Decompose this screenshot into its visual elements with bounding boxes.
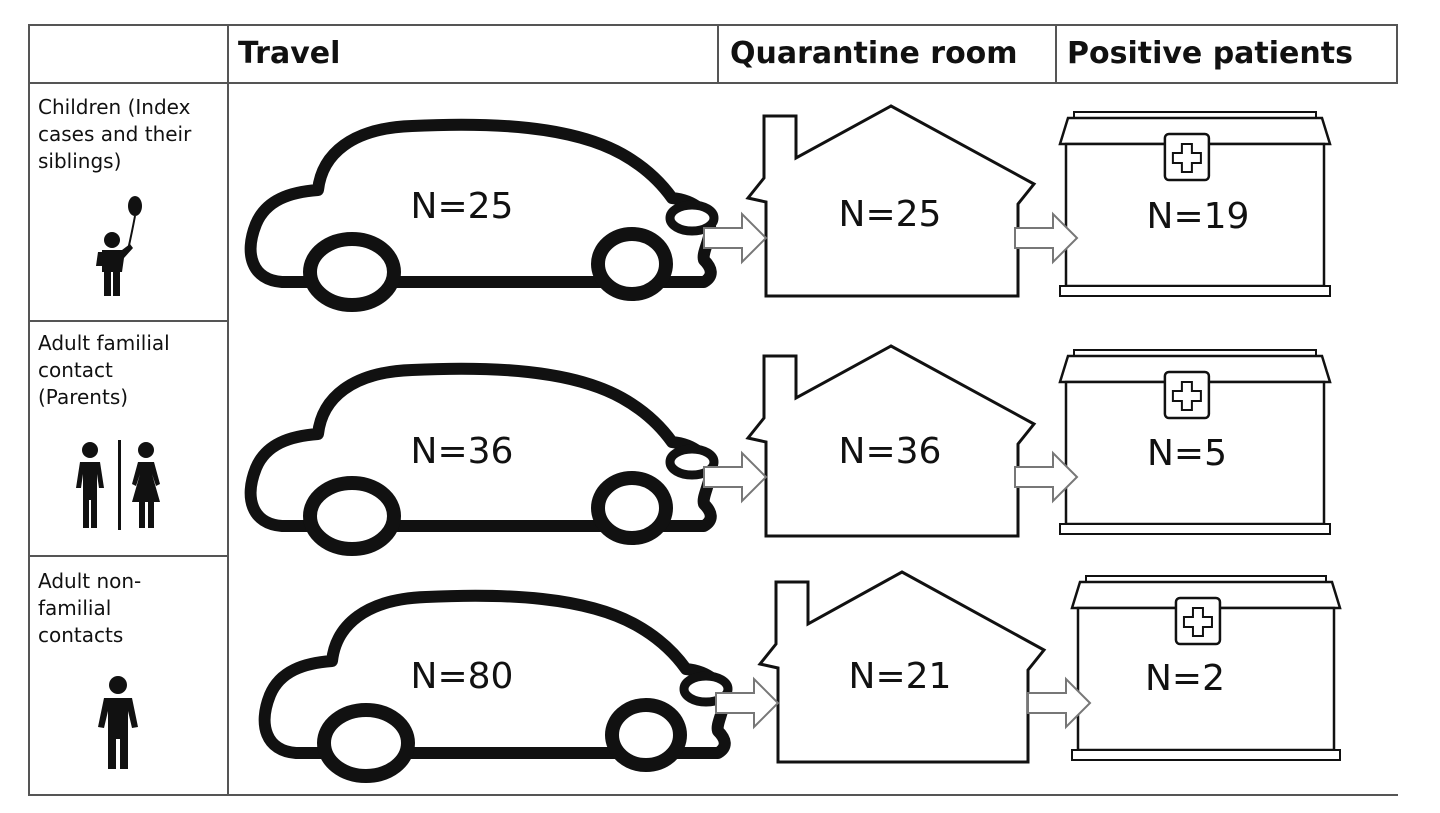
header-travel: Travel	[238, 36, 341, 71]
travel-count-adult-non-familial: N=80	[410, 656, 514, 697]
header-bottom-border	[28, 82, 1398, 84]
label-column-border	[227, 24, 229, 796]
medical-kit-icon-adult-familial	[1058, 349, 1332, 535]
arrow-travel-to-quarantine-adult-familial	[703, 450, 768, 504]
child-with-balloon-icon	[96, 196, 142, 296]
travel-column-border	[717, 24, 719, 84]
header-positive-patients: Positive patients	[1067, 36, 1353, 71]
header-quarantine-room: Quarantine room	[730, 36, 1018, 71]
quarantine-column-border	[1055, 24, 1057, 84]
row-label-adult-non-familial: Adult non- familial contacts	[38, 569, 142, 647]
man-woman-icon	[76, 440, 160, 530]
arrow-quarantine-to-positive-adult-familial	[1014, 450, 1079, 504]
table-bottom-border	[28, 794, 1398, 796]
arrow-quarantine-to-positive-adult-non-familial	[1027, 676, 1092, 730]
positive-count-children: N=19	[1146, 196, 1250, 237]
row-divider-1	[28, 320, 228, 322]
row-label-adult-familial: Adult familial contact (Parents)	[38, 331, 170, 409]
travel-count-children: N=25	[410, 186, 514, 227]
arrow-travel-to-quarantine-adult-non-familial	[715, 676, 780, 730]
travel-count-adult-familial: N=36	[410, 431, 514, 472]
table-left-border	[28, 24, 30, 796]
house-icon-adult-familial	[745, 344, 1037, 538]
house-icon-children	[745, 104, 1037, 298]
medical-kit-icon-children	[1058, 111, 1332, 297]
arrow-travel-to-quarantine-children	[703, 211, 768, 265]
house-icon-adult-non-familial	[757, 570, 1047, 764]
arrow-quarantine-to-positive-children	[1014, 211, 1079, 265]
person-icon	[98, 676, 138, 769]
table-right-border	[1396, 24, 1398, 84]
quarantine-count-children: N=25	[838, 194, 942, 235]
table-top-border	[28, 24, 1398, 26]
car-icon-adult-familial	[244, 362, 719, 556]
row-label-children: Children (Index cases and their siblings…	[38, 95, 192, 173]
quarantine-count-adult-familial: N=36	[838, 431, 942, 472]
quarantine-count-adult-non-familial: N=21	[848, 656, 952, 697]
positive-count-adult-non-familial: N=2	[1145, 658, 1225, 699]
row-divider-2	[28, 555, 228, 557]
car-icon-children	[244, 118, 719, 312]
car-icon-adult-non-familial	[258, 589, 733, 783]
positive-count-adult-familial: N=5	[1147, 433, 1227, 474]
medical-kit-icon-adult-non-familial	[1070, 575, 1342, 761]
